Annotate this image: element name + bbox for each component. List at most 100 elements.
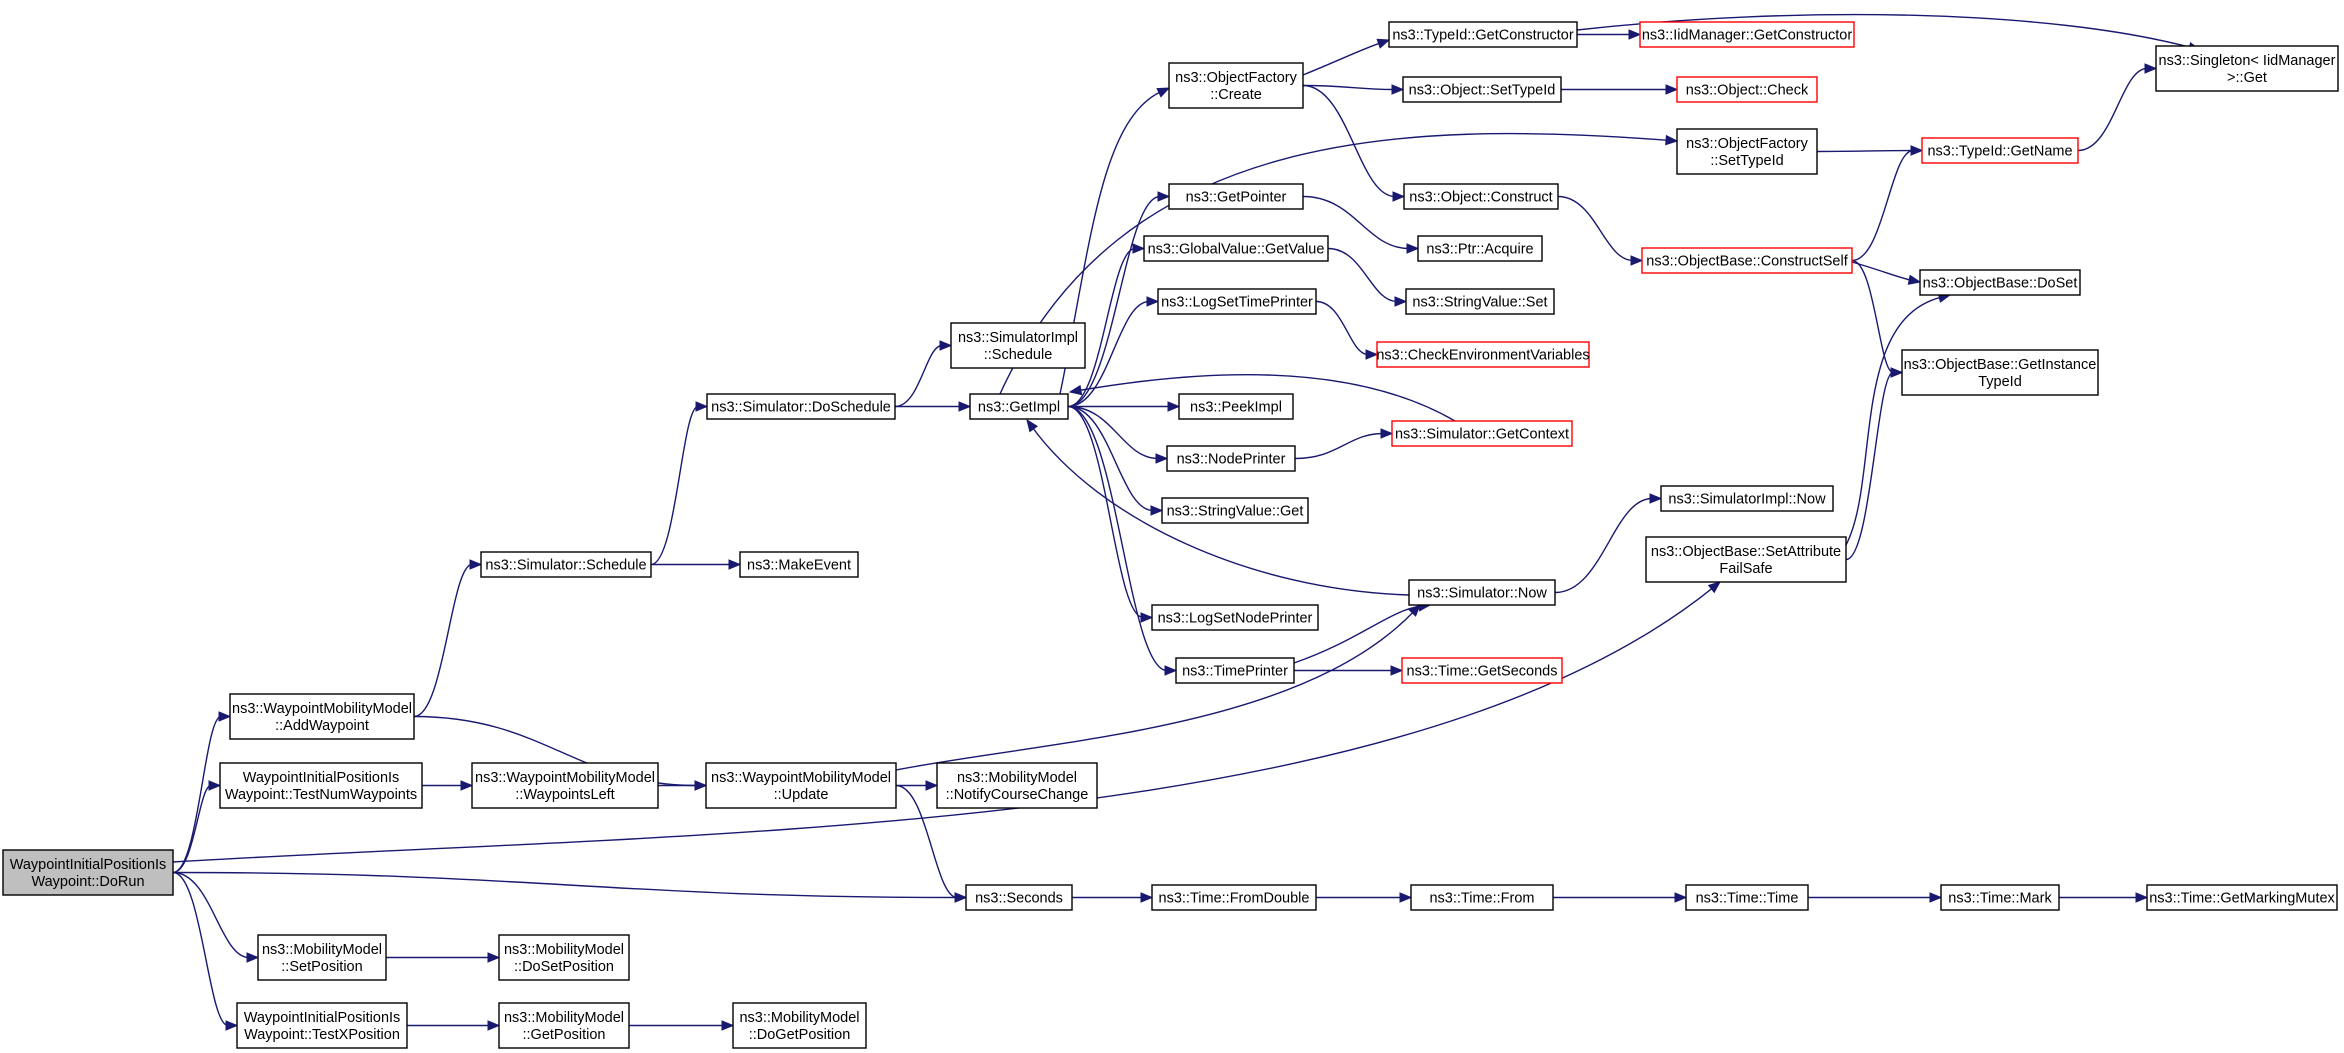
edges-layer [172, 13, 2202, 1031]
node-timeMark[interactable]: ns3::Time::Mark [1940, 884, 2060, 911]
node-simGetContext[interactable]: ns3::Simulator::GetContext [1391, 420, 1573, 447]
node-svSet[interactable]: ns3::StringValue::Set [1405, 288, 1555, 315]
edge-timePrinter-to-simNow [1293, 605, 1422, 664]
node-root-label-line-1: WaypointInitialPositionIs [10, 857, 167, 873]
arrowhead-root-to-addWaypoint [218, 711, 232, 722]
node-testX-label-line-2: Waypoint::TestXPosition [244, 1027, 400, 1043]
edge-schedule-to-doSchedule [650, 405, 699, 566]
node-timePrinter-label-line-1: ns3::TimePrinter [1182, 664, 1288, 680]
node-gvGetValue[interactable]: ns3::GlobalValue::GetValue [1143, 235, 1329, 262]
node-obSetAttr-box [1645, 536, 1847, 583]
arrowhead-ofCreate-to-objSetTid [1391, 84, 1405, 95]
edge-objConstruct-to-obConstructSelf [1557, 195, 1634, 262]
node-mmDoSetPos[interactable]: ns3::MobilityModel::DoSetPosition [498, 934, 630, 981]
node-ofSetTid-label-line-1: ns3::ObjectFactory [1686, 136, 1808, 152]
node-notify[interactable]: ns3::MobilityModel::NotifyCourseChange [936, 762, 1098, 809]
node-iidGetCtor[interactable]: ns3::IidManager::GetConstructor [1639, 21, 1855, 48]
node-simImplSchedule[interactable]: ns3::SimulatorImpl::Schedule [950, 322, 1086, 369]
node-timePrinter[interactable]: ns3::TimePrinter [1175, 657, 1295, 684]
node-ofSetTid[interactable]: ns3::ObjectFactory::SetTypeId [1676, 128, 1818, 175]
node-svSet-box [1405, 288, 1555, 315]
arrowhead-getImpl-to-svGet [1150, 505, 1164, 516]
node-timeFrom[interactable]: ns3::Time::From [1410, 884, 1554, 911]
node-objConstruct[interactable]: ns3::Object::Construct [1403, 183, 1559, 210]
node-wpLeft[interactable]: ns3::WaypointMobilityModel::WaypointsLef… [471, 762, 659, 809]
node-peekImpl[interactable]: ns3::PeekImpl [1178, 393, 1294, 420]
node-update[interactable]: ns3::WaypointMobilityModel::Update [705, 762, 897, 809]
arrowhead-update-to-notify [925, 780, 939, 791]
edge-addWaypoint-to-schedule [413, 563, 473, 718]
node-mmSetPos[interactable]: ns3::MobilityModel::SetPosition [257, 934, 387, 981]
edge-getImpl-to-nodePrinter [1067, 405, 1159, 460]
node-ofCreate-label-line-1: ns3::ObjectFactory [1175, 70, 1297, 86]
node-obDoSet[interactable]: ns3::ObjectBase::DoSet [1919, 269, 2081, 296]
node-timeFrom-label-line-1: ns3::Time::From [1429, 891, 1534, 907]
arrowhead-fromDouble-to-timeFrom [1399, 892, 1413, 903]
node-testNum[interactable]: WaypointInitialPositionIsWaypoint::TestN… [219, 762, 423, 809]
node-gvGetValue-box [1143, 235, 1329, 262]
node-doSchedule[interactable]: ns3::Simulator::DoSchedule [706, 393, 896, 420]
node-logSetTime[interactable]: ns3::LogSetTimePrinter [1157, 288, 1317, 315]
node-addWaypoint[interactable]: ns3::WaypointMobilityModel::AddWaypoint [229, 693, 415, 740]
node-objSetTid[interactable]: ns3::Object::SetTypeId [1402, 76, 1562, 103]
node-checkEnv[interactable]: ns3::CheckEnvironmentVariables [1376, 341, 1590, 368]
arrowhead-gvGetValue-to-svSet [1394, 296, 1408, 307]
node-getImpl[interactable]: ns3::GetImpl [969, 393, 1069, 420]
node-testNum-label-line-1: WaypointInitialPositionIs [243, 770, 400, 786]
node-getImpl-box [969, 393, 1069, 420]
node-mmDoSetPos-label-line-1: ns3::MobilityModel [504, 942, 624, 958]
edge-getPointer-to-ptrAcquire [1302, 195, 1410, 250]
node-ptrAcquire[interactable]: ns3::Ptr::Acquire [1417, 235, 1543, 262]
node-obGetInstTid-box [1901, 349, 2099, 396]
node-timeMark-box [1940, 884, 2060, 911]
node-getPointer[interactable]: ns3::GetPointer [1168, 183, 1304, 210]
node-timeTime[interactable]: ns3::Time::Time [1685, 884, 1809, 911]
node-nodePrinter[interactable]: ns3::NodePrinter [1166, 445, 1296, 472]
arrowhead-testNum-to-wpLeft [460, 780, 474, 791]
node-mmGetPos[interactable]: ns3::MobilityModel::GetPosition [498, 1002, 630, 1049]
arrowhead-root-to-testNum [208, 780, 222, 791]
arrowhead-timeMark-to-getMarkingMutex [2135, 892, 2149, 903]
node-update-box [705, 762, 897, 809]
node-checkEnv-label-line-1: ns3::CheckEnvironmentVariables [1376, 348, 1589, 364]
arrowhead-schedule-to-makeEvent [728, 559, 742, 570]
node-singletonGet[interactable]: ns3::Singleton< IidManager >::Get [2155, 45, 2339, 92]
edge-doSchedule-to-simImplSchedule [894, 344, 943, 408]
node-makeEvent[interactable]: ns3::MakeEvent [739, 551, 859, 578]
node-logSetNode[interactable]: ns3::LogSetNodePrinter [1151, 604, 1319, 631]
node-simImplNow[interactable]: ns3::SimulatorImpl::Now [1660, 485, 1834, 512]
arrowhead-timeFrom-to-timeTime [1674, 892, 1688, 903]
node-mmDoGetPos[interactable]: ns3::MobilityModel::DoGetPosition [732, 1002, 867, 1049]
node-objCheck[interactable]: ns3::Object::Check [1676, 76, 1818, 103]
edge-root-to-testX [172, 871, 229, 1027]
node-ofCreate[interactable]: ns3::ObjectFactory::Create [1168, 62, 1304, 109]
node-mmGetPos-box [498, 1002, 630, 1049]
node-svGet[interactable]: ns3::StringValue::Get [1161, 497, 1309, 524]
node-ofCreate-box [1168, 62, 1304, 109]
node-logSetNode-label-line-1: ns3::LogSetNodePrinter [1158, 611, 1313, 627]
node-testX[interactable]: WaypointInitialPositionIsWaypoint::TestX… [236, 1002, 408, 1049]
node-schedule[interactable]: ns3::Simulator::Schedule [480, 551, 652, 578]
node-timeGetSeconds[interactable]: ns3::Time::GetSeconds [1401, 657, 1563, 684]
node-logSetTime-label-line-1: ns3::LogSetTimePrinter [1161, 295, 1313, 311]
node-mmDoGetPos-label-line-1: ns3::MobilityModel [739, 1010, 859, 1026]
node-seconds[interactable]: ns3::Seconds [965, 884, 1073, 911]
node-tidGetCtor[interactable]: ns3::TypeId::GetConstructor [1388, 21, 1578, 48]
node-timeTime-label-line-1: ns3::Time::Time [1696, 891, 1799, 907]
edge-obConstructSelf-to-obGetInstTid [1851, 259, 1894, 374]
node-fromDouble[interactable]: ns3::Time::FromDouble [1151, 884, 1317, 911]
node-obConstructSelf-label-line-1: ns3::ObjectBase::ConstructSelf [1646, 254, 1848, 270]
node-simNow[interactable]: ns3::Simulator::Now [1408, 579, 1556, 606]
node-tidGetName[interactable]: ns3::TypeId::GetName [1921, 137, 2079, 164]
arrowhead-getImpl-to-gvGetValue [1132, 243, 1146, 254]
arrowhead-tidGetCtor-to-iidGetCtor [1628, 29, 1642, 40]
node-doSchedule-box [706, 393, 896, 420]
node-objSetTid-label-line-1: ns3::Object::SetTypeId [1409, 83, 1556, 99]
node-getMarkingMutex[interactable]: ns3::Time::GetMarkingMutex [2146, 884, 2338, 911]
node-obConstructSelf[interactable]: ns3::ObjectBase::ConstructSelf [1641, 247, 1853, 274]
node-objCheck-box [1676, 76, 1818, 103]
edge-root-to-testNum [172, 784, 212, 874]
